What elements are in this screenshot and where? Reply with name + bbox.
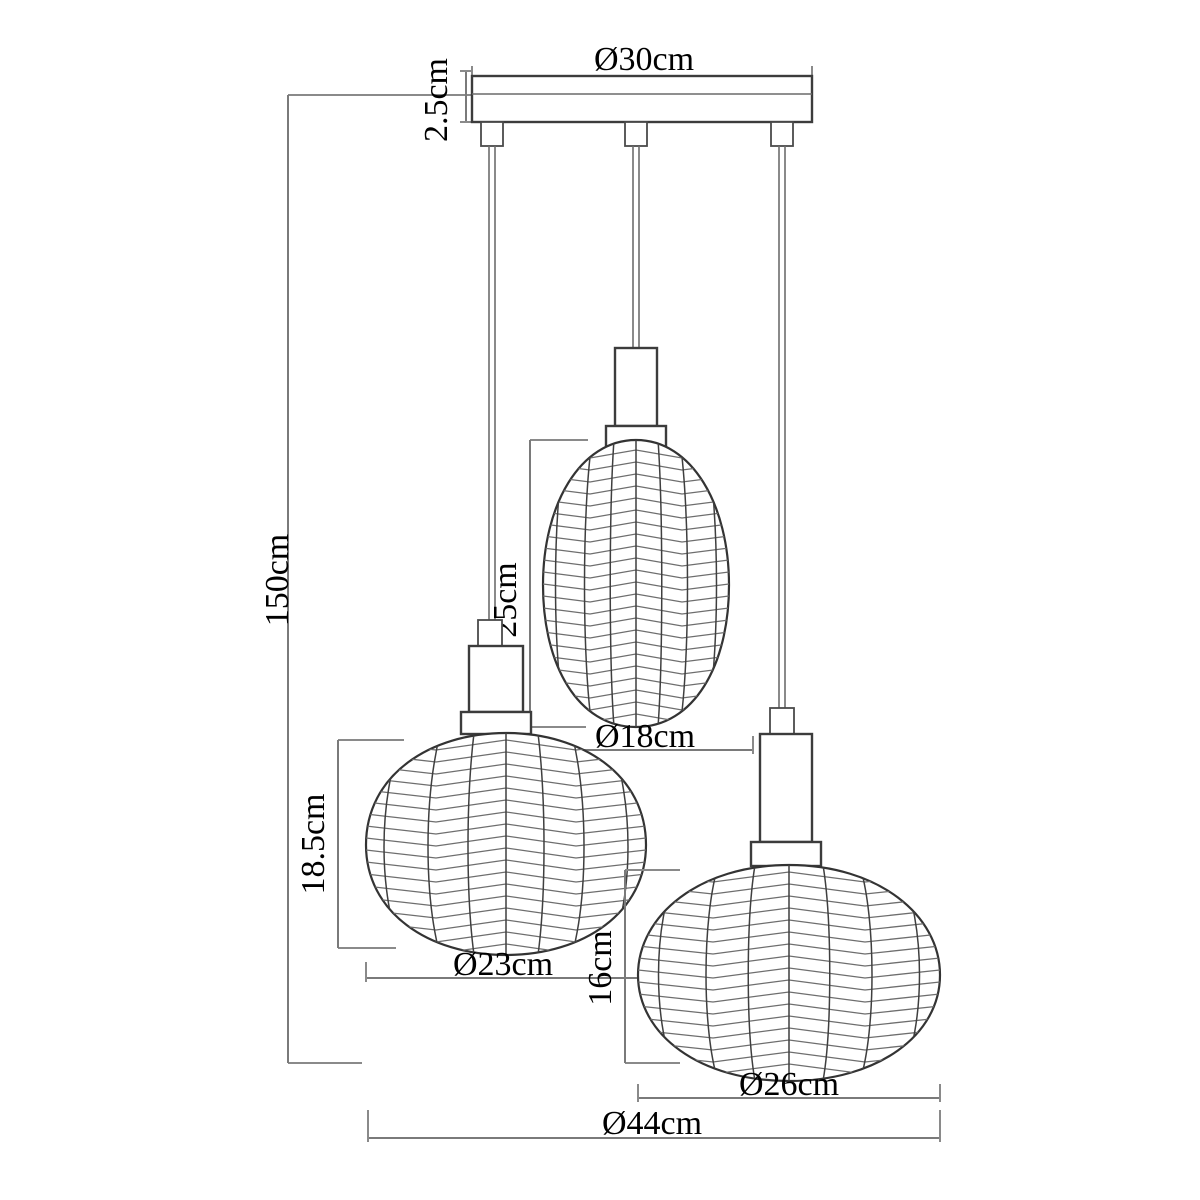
lamp-holder-right bbox=[749, 707, 823, 868]
dimension-canopy-diameter: Ø30cm bbox=[471, 41, 813, 80]
dimension-total-drop: 150cm bbox=[259, 94, 478, 1064]
ceiling-canopy-plate bbox=[470, 74, 814, 124]
woven-shade-left-apple bbox=[364, 731, 648, 957]
suspension-cord-middle bbox=[632, 146, 640, 348]
dimension-right-shade-diameter: Ø26cm bbox=[637, 1066, 941, 1103]
dimension-label-left-shade-height: 18.5cm bbox=[295, 793, 332, 894]
dimension-label-right-shade-diameter: Ø26cm bbox=[739, 1066, 839, 1103]
cord-grips bbox=[480, 121, 794, 147]
dimension-canopy-height: 2.5cm bbox=[418, 58, 472, 142]
dimension-label-right-shade-height: 16cm bbox=[582, 930, 619, 1006]
dimension-label-canopy-height: 2.5cm bbox=[418, 58, 455, 142]
lamp-holder-left bbox=[459, 619, 533, 736]
suspension-cord-left bbox=[488, 146, 496, 640]
lamp-holder-middle bbox=[604, 346, 668, 450]
dimension-label-left-shade-diameter: Ø23cm bbox=[453, 946, 553, 983]
dimension-right-shade-height: 16cm bbox=[582, 869, 680, 1064]
weave-texture-right bbox=[638, 865, 940, 1081]
dimension-label-total-drop: 150cm bbox=[259, 534, 296, 627]
dimension-label-canopy-diameter: Ø30cm bbox=[594, 41, 694, 78]
woven-shade-right-oblate bbox=[636, 863, 942, 1083]
suspension-cord-right bbox=[778, 146, 786, 708]
woven-shade-middle-oval bbox=[541, 438, 731, 729]
dimension-label-overall-spread: Ø44cm bbox=[602, 1105, 702, 1142]
dimension-overall-spread: Ø44cm bbox=[367, 1105, 941, 1142]
dimension-left-shade-height: 18.5cm bbox=[295, 739, 404, 949]
dimension-label-middle-shade-diameter: Ø18cm bbox=[595, 718, 695, 755]
